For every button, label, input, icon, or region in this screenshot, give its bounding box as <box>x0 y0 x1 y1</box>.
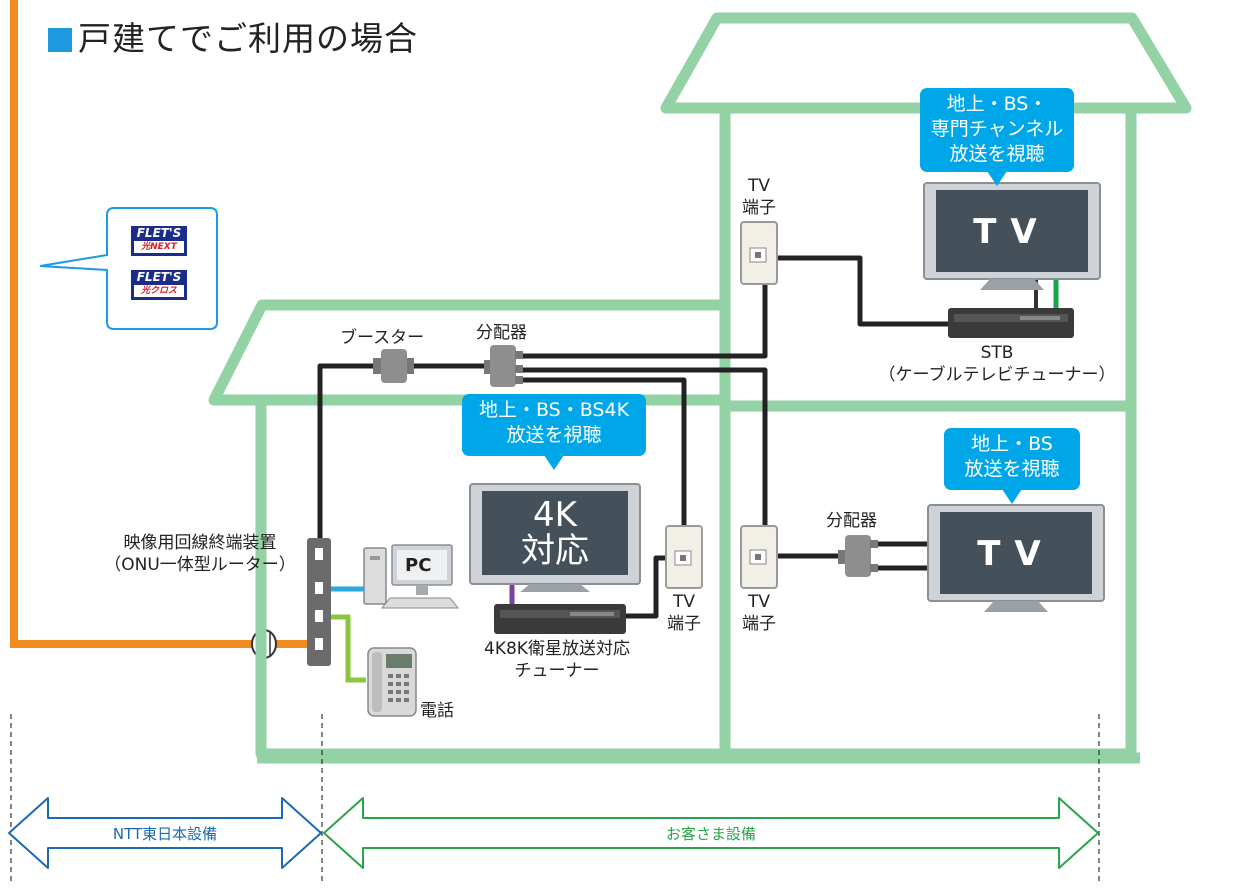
tv-right <box>927 504 1105 612</box>
pc-screen-text: PC <box>405 555 432 576</box>
coax-cables <box>317 255 948 619</box>
bubble-mid-line2: 放送を視聴 <box>506 424 602 446</box>
tv-terminal-right-label-1: TV <box>747 592 770 612</box>
telephone <box>367 647 417 717</box>
bubble-mid-line1: 地上・BS・BS4K <box>478 399 630 421</box>
customer-equipment-arrow <box>323 797 1099 869</box>
bubble-top-line1: 地上・BS・ <box>946 93 1048 115</box>
ntt-equipment-arrow <box>8 797 322 869</box>
onu-device <box>307 538 331 666</box>
splitter-right-device <box>838 535 878 577</box>
tuner-label-line1: 4K8K衛星放送対応 <box>484 639 630 659</box>
stb-label-line1: STB <box>980 343 1014 363</box>
tv-terminal-mid-label-2: 端子 <box>667 614 701 634</box>
tv-top <box>923 182 1101 290</box>
bubble-right-line1: 地上・BS <box>971 433 1053 455</box>
tv-right-screen-text: TV <box>977 534 1055 574</box>
phone-label: 電話 <box>420 701 454 721</box>
stb-device <box>948 308 1074 338</box>
bubble-top-line3: 放送を視聴 <box>949 143 1045 165</box>
onu-label-line1: 映像用回線終端装置 <box>123 533 277 553</box>
bubble-right-line2: 放送を視聴 <box>964 458 1060 480</box>
flets-callout-bubble <box>39 207 218 330</box>
pc-computer <box>363 544 460 609</box>
tuner-label: 4K8K衛星放送対応 チューナー <box>462 638 652 682</box>
boundary-dashed-lines <box>10 714 1100 884</box>
customer-equipment-label: お客さま設備 <box>665 825 756 843</box>
tv-terminal-mid <box>665 525 703 589</box>
splitter-top-label: 分配器 <box>476 323 527 343</box>
phone-cable-green <box>328 614 366 683</box>
stb-label: STB （ケーブルテレビチューナー） <box>862 342 1132 386</box>
stb-label-line2: （ケーブルテレビチューナー） <box>878 365 1116 385</box>
onu-label-line2: （ONU一体型ルーター） <box>104 555 296 575</box>
flets-logo-1-sub: 光NEXT <box>134 241 184 253</box>
tv-4k-screen-text: 4K 対応 <box>482 497 628 569</box>
bubble-top-line2: 専門チャンネル <box>930 118 1064 140</box>
splitter-top-device <box>484 345 523 387</box>
splitter-right-label: 分配器 <box>826 511 877 531</box>
bubble-mid: 地上・BS・BS4K 放送を視聴 <box>462 394 646 470</box>
booster-label: ブースター <box>340 328 425 348</box>
flets-logo-2-top: FLET'S <box>136 270 182 284</box>
tuner-label-line2: チューナー <box>514 661 600 681</box>
flets-logo-1-top: FLET'S <box>136 226 182 240</box>
tv-terminal-top-label-2: 端子 <box>742 198 776 218</box>
ntt-equipment-label: NTT東日本設備 <box>112 825 218 843</box>
tv-4k-line2: 対応 <box>521 531 589 571</box>
booster-device <box>373 349 414 383</box>
tv-terminal-top-label-1: TV <box>747 176 770 196</box>
flets-logo-2-sub: 光クロス <box>134 285 184 297</box>
tv-terminal-right <box>740 525 778 589</box>
page-title: 戸建てでご利用の場合 <box>48 12 418 60</box>
bubble-right: 地上・BS 放送を視聴 <box>944 428 1080 504</box>
tv-terminal-right-label-2: 端子 <box>742 614 776 634</box>
onu-label: 映像用回線終端装置 （ONU一体型ルーター） <box>100 532 300 576</box>
page-title-text: 戸建てでご利用の場合 <box>78 19 418 58</box>
bubble-top: 地上・BS・ 専門チャンネル 放送を視聴 <box>920 88 1074 186</box>
tv-top-screen-text: TV <box>973 212 1051 252</box>
tv-terminal-right-label: TV 端子 <box>736 591 782 635</box>
tv-terminal-top <box>740 221 778 285</box>
tv-terminal-mid-label: TV 端子 <box>661 591 707 635</box>
tv-4k-line1: 4K <box>533 495 577 535</box>
title-square-icon <box>48 28 72 52</box>
tv-4k <box>469 483 641 592</box>
fiber-optic-line <box>10 0 320 648</box>
tv-terminal-top-label: TV 端子 <box>736 175 782 219</box>
tuner-4k8k <box>494 604 626 634</box>
tv-terminal-mid-label-1: TV <box>672 592 695 612</box>
